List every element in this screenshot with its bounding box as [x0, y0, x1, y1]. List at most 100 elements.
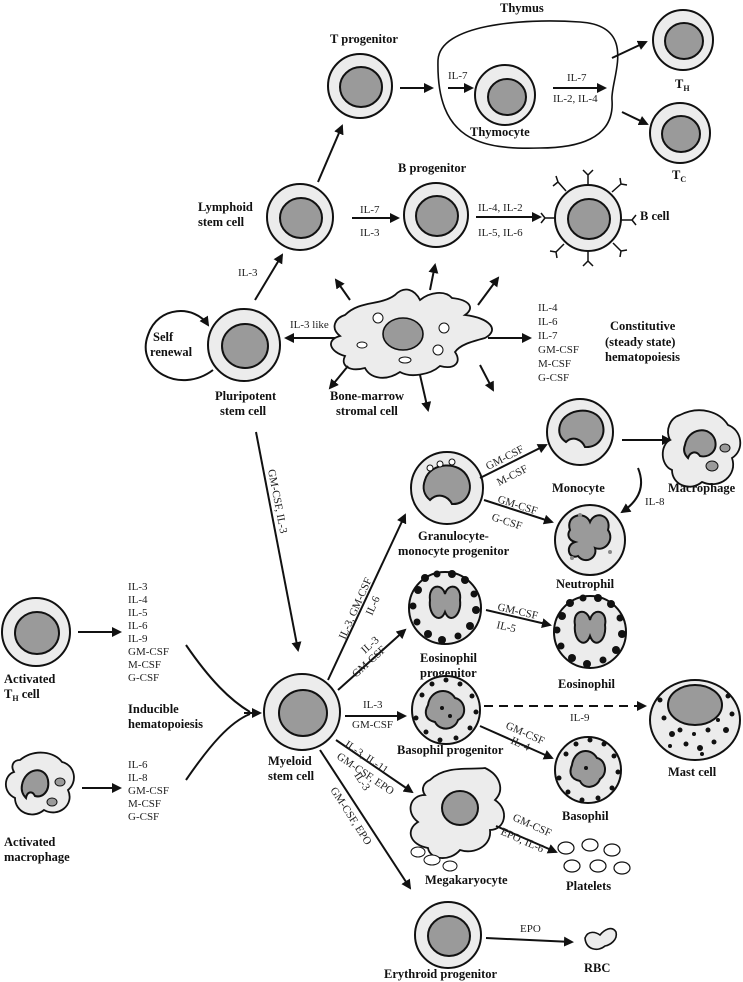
gm-progenitor-cell — [410, 451, 484, 525]
mac-factor-5: G-CSF — [128, 811, 159, 823]
arrow-stromal-ray-5 — [419, 374, 432, 412]
th-factor-6: GM-CSF — [128, 646, 169, 658]
tc-cell — [649, 102, 711, 164]
factor-b-2: IL-5, IL-6 — [478, 227, 523, 239]
stromal-factor-4: GM-CSF — [538, 344, 579, 356]
lymphoid-label-1: Lymphoid — [198, 200, 253, 214]
th-cell — [652, 9, 714, 71]
factor-to-neut-2: G-CSF — [490, 511, 523, 532]
monocyte-cell — [546, 398, 614, 466]
lymphoid-stem-cell — [266, 183, 334, 251]
constitutive-label-3: hematopoiesis — [605, 350, 680, 364]
self-renewal-loop — [144, 310, 214, 381]
arrow-eos-prog-eos — [485, 609, 552, 629]
eos-progenitor-label-1: Eosinophil — [420, 651, 478, 665]
inducible-label-1: Inducible — [128, 702, 179, 716]
rbc-cell — [584, 927, 618, 951]
pluripotent-label-2: stem cell — [220, 404, 267, 418]
th-factor-4: IL-6 — [128, 620, 148, 632]
tc-label: TC — [672, 168, 686, 184]
pluripotent-stem-cell — [207, 308, 281, 382]
activated-macrophage-label-1: Activated — [4, 835, 55, 849]
neutrophil-label: Neutrophil — [556, 577, 615, 591]
t-progenitor-cell — [327, 53, 393, 119]
eosinophil-cell — [553, 594, 627, 669]
stromal-factor-5: M-CSF — [538, 358, 571, 370]
self-renewal-label-1: Self — [153, 330, 174, 344]
myeloid-label-1: Myeloid — [268, 754, 312, 768]
b-cell-label: B cell — [640, 209, 670, 223]
arrow-myeloid-eos — [337, 628, 407, 691]
arrow-inducible-bottom — [185, 713, 251, 781]
eosinophil-label: Eosinophil — [558, 677, 616, 691]
arrow-baso-prog-baso — [479, 725, 554, 760]
factor-il8: IL-8 — [645, 496, 665, 508]
thymus-outline — [437, 20, 619, 150]
arrow-stromal-ray-2 — [428, 263, 439, 291]
th-factor-1: IL-3 — [128, 581, 148, 593]
constitutive-label-1: Constitutive — [610, 319, 676, 333]
arrow-ery-rbc — [485, 936, 574, 947]
arrow-inducible-top — [185, 644, 251, 713]
factor-thymus-mid-2: IL-2, IL-4 — [553, 93, 598, 105]
activated-macrophage-cell — [4, 751, 75, 816]
constitutive-label-2: (steady state) — [605, 335, 675, 349]
thymus-label: Thymus — [500, 1, 544, 15]
arrow-thymus-th — [611, 40, 648, 59]
th-factor-5: IL-9 — [128, 633, 148, 645]
mast-cell — [649, 679, 741, 761]
gm-progenitor-label-2: monocyte progenitor — [398, 544, 510, 558]
megakaryocyte-label: Megakaryocyte — [425, 873, 508, 887]
rbc-label: RBC — [584, 961, 610, 975]
mast-cell-label: Mast cell — [668, 765, 717, 779]
arrow-mono-neut — [620, 467, 642, 514]
platelets-label: Platelets — [566, 879, 611, 893]
factor-il3-like: IL-3 like — [290, 319, 329, 331]
factor-lymph-b-2: IL-3 — [360, 227, 380, 239]
factor-to-baso-prog-2: GM-CSF — [352, 719, 393, 731]
activated-th-label-2: TH cell — [4, 687, 40, 703]
th-factor-2: IL-4 — [128, 594, 148, 606]
b-progenitor-label: B progenitor — [398, 161, 467, 175]
mac-factor-3: GM-CSF — [128, 785, 169, 797]
factor-il3-lymphoid: IL-3 — [238, 267, 258, 279]
b-progenitor-cell — [403, 182, 469, 248]
factor-il9: IL-9 — [570, 712, 590, 724]
arrow-myeloid-ery — [319, 749, 412, 890]
factor-lymph-b-1: IL-7 — [360, 204, 380, 216]
factor-epo: EPO — [520, 923, 541, 935]
erythroid-label: Erythroid progenitor — [384, 967, 498, 981]
megakaryocyte-cell — [409, 767, 505, 872]
th-label: TH — [675, 77, 690, 93]
stromal-label-2: stromal cell — [336, 404, 398, 418]
self-renewal-label-2: renewal — [150, 345, 193, 359]
erythroid-progenitor-cell — [414, 901, 482, 969]
stromal-factor-3: IL-7 — [538, 330, 558, 342]
factor-b-1: IL-4, IL-2 — [478, 202, 523, 214]
arrow-gm-mono — [479, 444, 548, 479]
mac-factor-1: IL-6 — [128, 759, 148, 771]
eos-progenitor-cell — [408, 570, 482, 645]
mac-factor-4: M-CSF — [128, 798, 161, 810]
arrow-gm-neut — [483, 499, 554, 525]
factor-to-baso-prog-1: IL-3 — [363, 699, 383, 711]
t-progenitor-label: T progenitor — [330, 32, 398, 46]
platelets — [557, 838, 631, 875]
th-factor-3: IL-5 — [128, 607, 148, 619]
stromal-label-1: Bone-marrow — [330, 389, 404, 403]
eos-progenitor-label-2: progenitor — [420, 666, 477, 680]
activated-th-label-1: Activated — [4, 672, 55, 686]
basophil-label: Basophil — [562, 809, 609, 823]
macrophage-label: Macrophage — [668, 481, 736, 495]
arrow-mega-platelets — [495, 825, 558, 854]
arrow-lymphoid-tprog — [317, 124, 344, 183]
arrow-pluri-myeloid — [255, 431, 302, 652]
arrow-myeloid-mega — [335, 739, 414, 794]
arrow-stromal-ray-6 — [328, 365, 349, 390]
arrow-thymus-tc — [621, 111, 649, 126]
thymocyte-cell — [474, 64, 536, 126]
gm-progenitor-label-1: Granulocyte- — [418, 529, 489, 543]
th-factor-7: M-CSF — [128, 659, 161, 671]
arrow-stromal-ray-3 — [477, 276, 500, 306]
